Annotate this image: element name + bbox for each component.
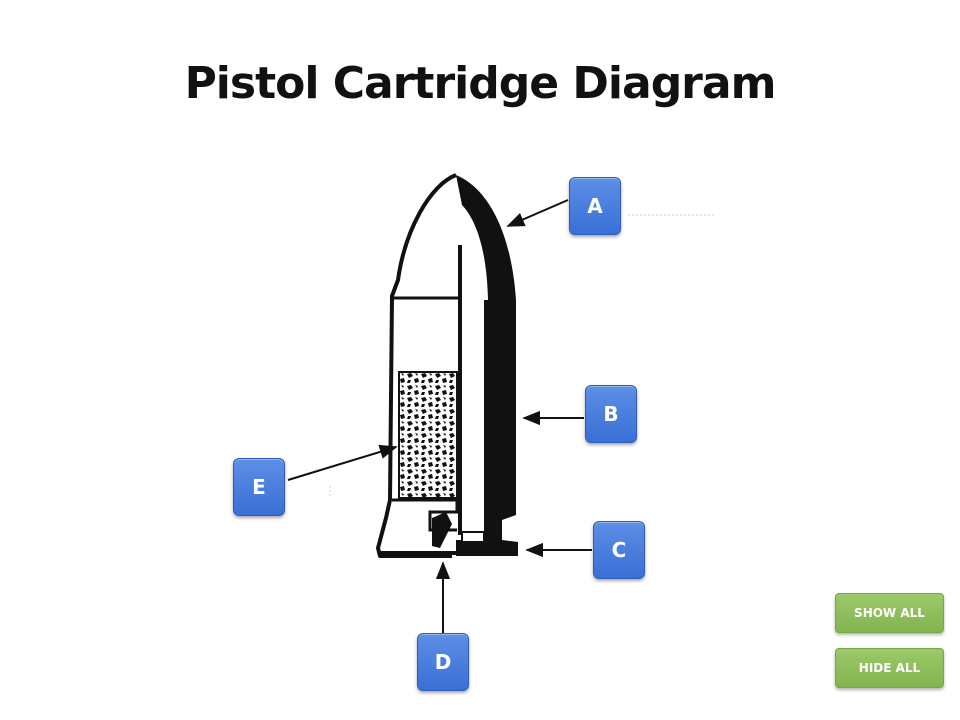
arrow-e [287, 444, 398, 481]
label-e-text: E [252, 475, 266, 499]
label-d-text: D [434, 650, 452, 674]
label-e-button[interactable]: E [233, 458, 285, 516]
label-c-text: C [611, 538, 627, 562]
arrow-a [506, 199, 569, 227]
label-a-button[interactable]: A [569, 177, 621, 235]
label-b-text: B [603, 402, 619, 426]
hide-all-label: HIDE ALL [858, 661, 921, 675]
label-c-button[interactable]: C [593, 521, 645, 579]
show-all-label: SHOW ALL [854, 606, 925, 620]
page-title: Pistol Cartridge Diagram [184, 58, 777, 109]
hide-all-button[interactable]: HIDE ALL [835, 648, 944, 688]
label-a-text: A [587, 194, 603, 218]
label-d-button[interactable]: D [417, 633, 469, 691]
cartridge-illustration [376, 173, 518, 558]
show-all-button[interactable]: SHOW ALL [835, 593, 944, 633]
label-b-button[interactable]: B [585, 385, 637, 443]
